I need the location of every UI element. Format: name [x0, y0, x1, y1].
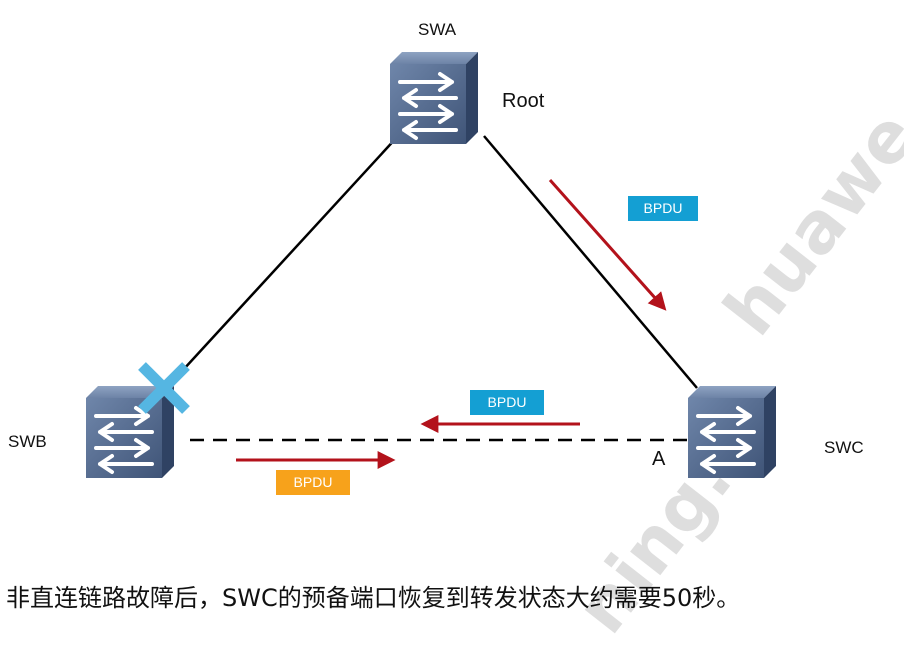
link-fault-cross-icon [138, 362, 190, 414]
link-swa-swb [171, 135, 399, 383]
link-swa-swc [483, 135, 698, 389]
bpdu-badge-bottom: BPDU [276, 470, 350, 495]
label-swa: SWA [418, 20, 457, 39]
label-swc: SWC [824, 438, 864, 457]
label-root: Root [502, 90, 545, 112]
diagram-caption: 非直连链路故障后，SWC的预备端口恢复到转发状态大约需要50秒。 [6, 584, 741, 612]
label-port-a: A [652, 448, 666, 470]
switch-swb-icon [84, 384, 176, 480]
stp-topology-diagram [84, 50, 778, 480]
switch-swa-icon [388, 50, 480, 146]
bpdu-arrow-swa-to-swc [548, 179, 667, 311]
bpdu-badge-middle: BPDU [470, 390, 544, 415]
bpdu-badge-top: BPDU [628, 196, 698, 221]
label-swb: SWB [8, 432, 47, 451]
